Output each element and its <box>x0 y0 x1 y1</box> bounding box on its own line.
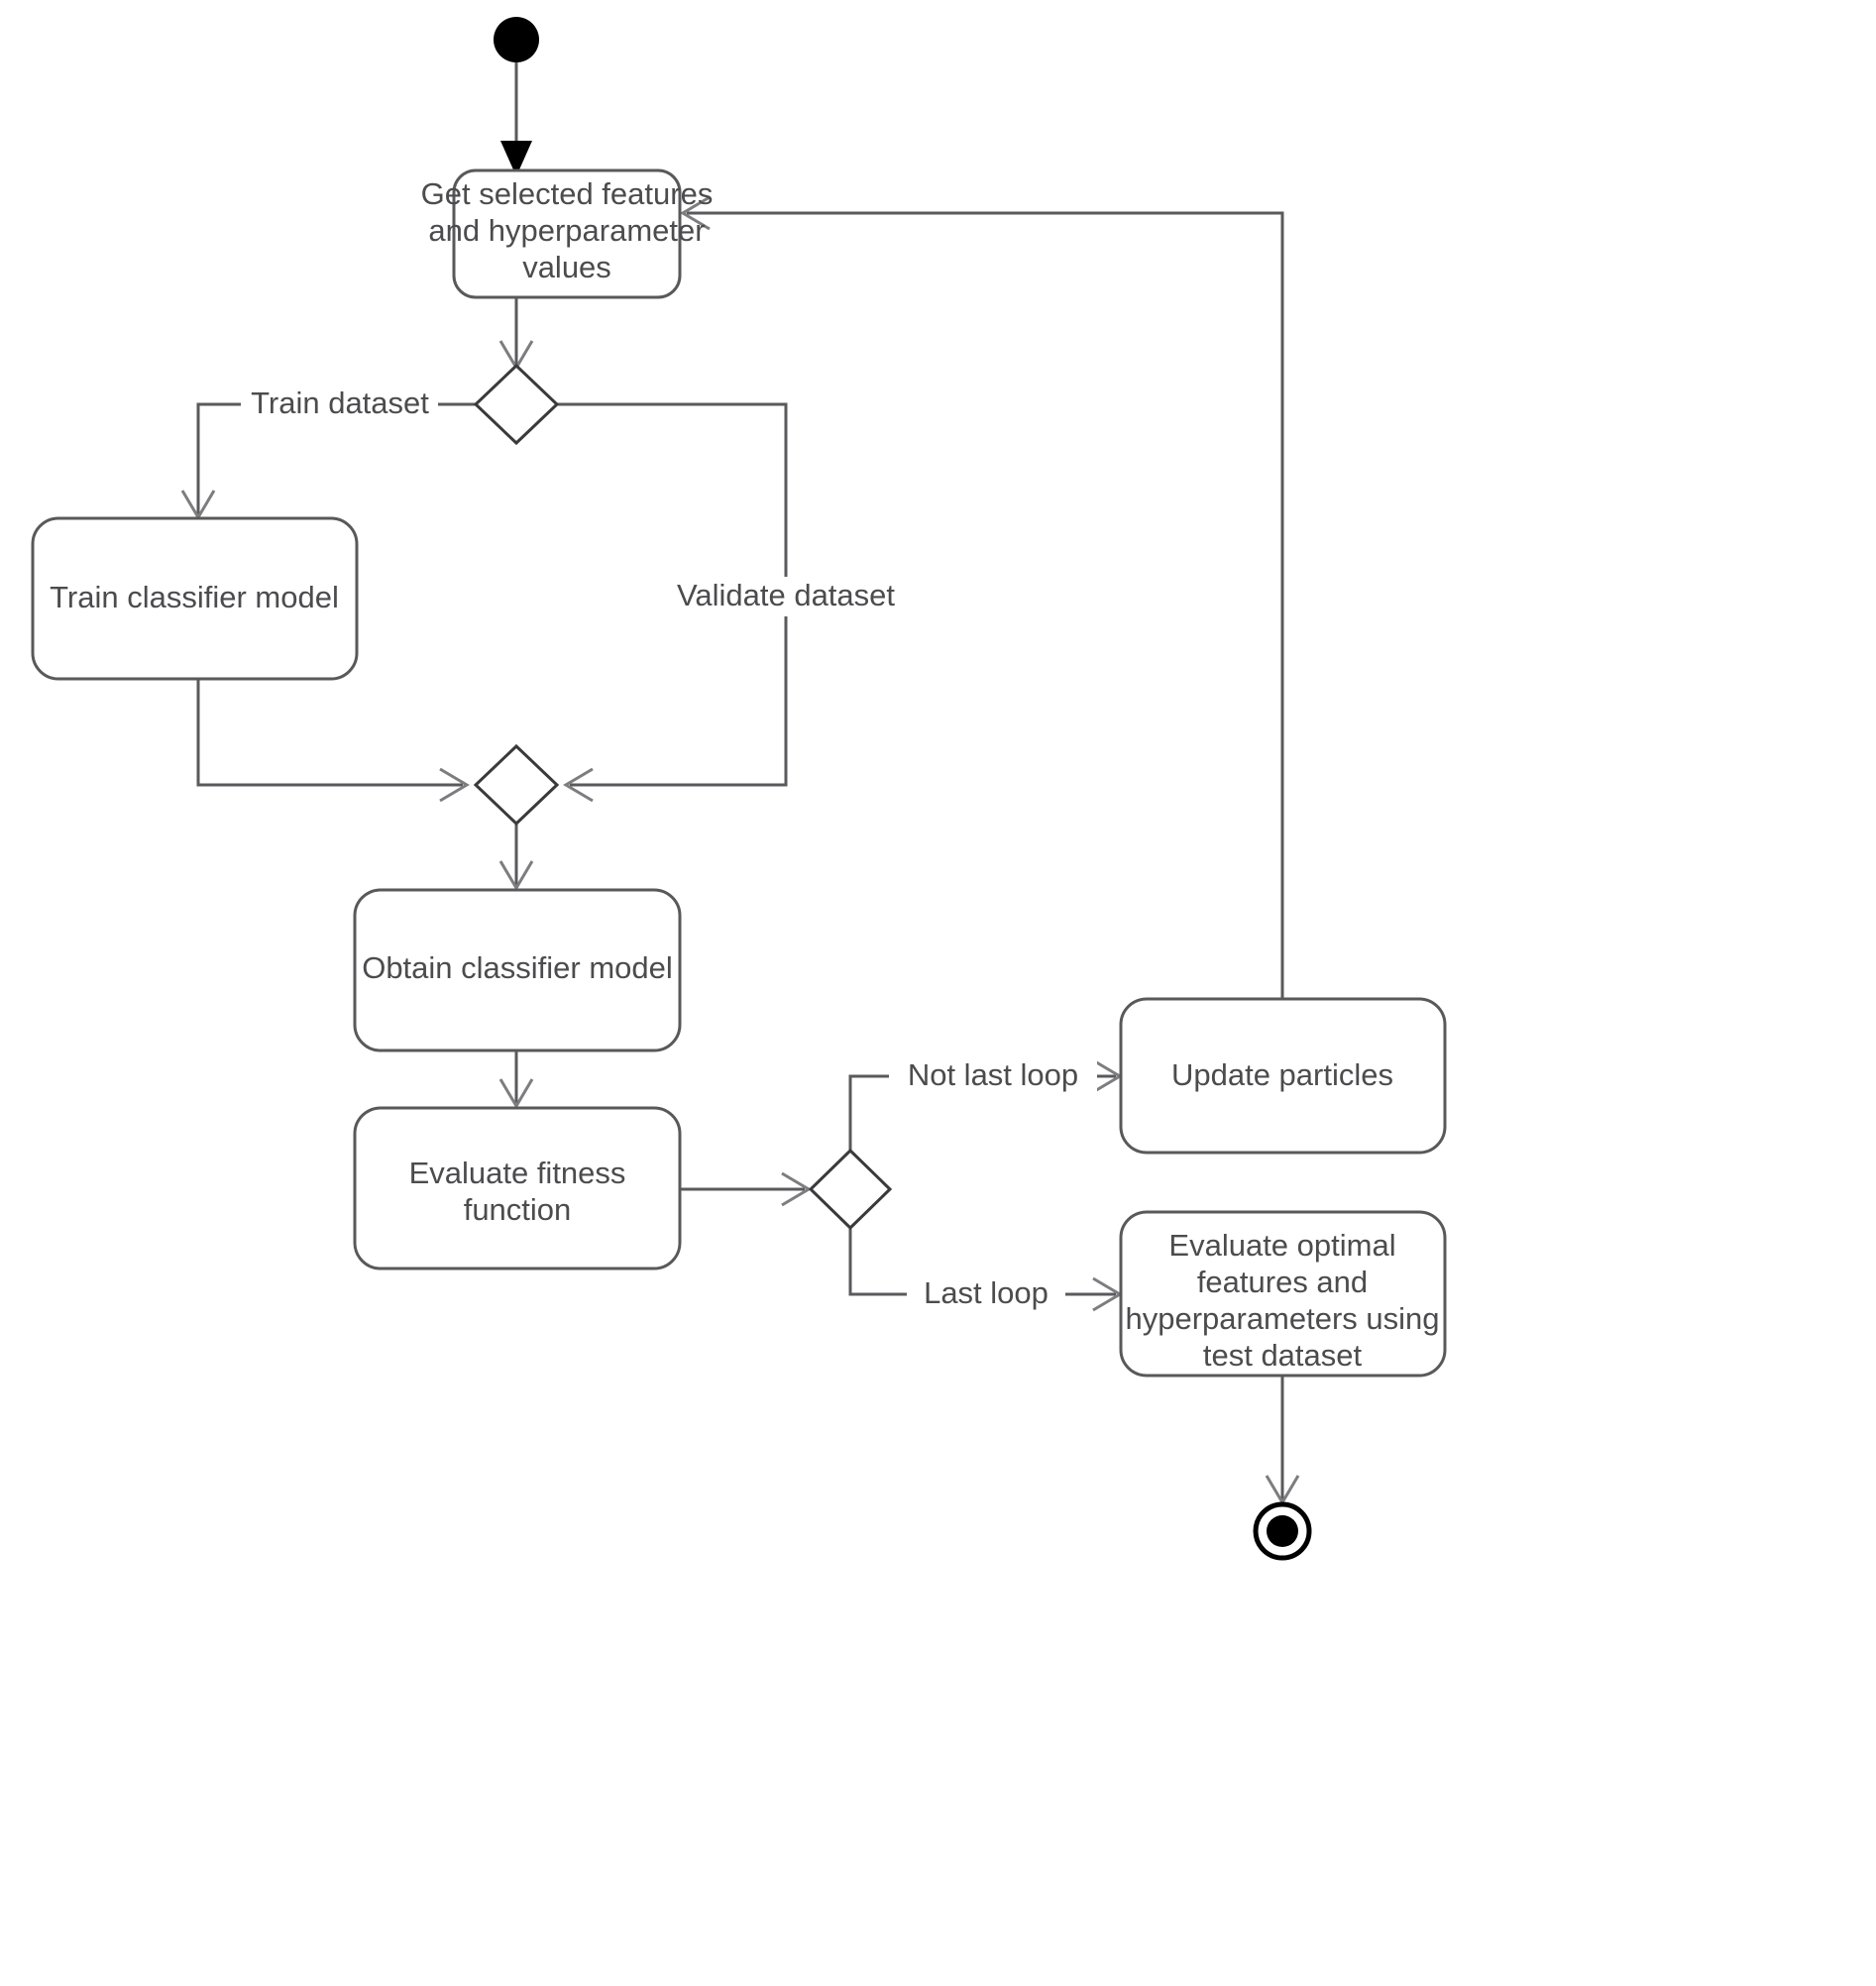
edge-label-validate-dataset: Validate dataset <box>670 577 903 616</box>
activity-label-evaluate-fitness-line1: Evaluate fitness <box>409 1156 626 1190</box>
edge-train-model-to-merge <box>196 679 470 803</box>
edge-get-features-to-fork <box>498 297 534 371</box>
merge-node-dataset[interactable] <box>473 743 560 827</box>
activity-label-obtain-classifier-model: Obtain classifier model <box>362 950 673 985</box>
activity-node-evaluate-fitness[interactable]: Evaluate fitness function <box>353 1106 682 1270</box>
edge-obtain-model-to-evaluate-fitness <box>498 1050 534 1109</box>
edge-label-last-loop-text: Last loop <box>924 1275 1048 1310</box>
activity-label-train-classifier-model: Train classifier model <box>50 580 339 614</box>
final-node <box>1253 1501 1312 1561</box>
edge-start-to-get-features <box>500 61 532 176</box>
edge-update-particles-to-get-features <box>680 195 1284 1001</box>
initial-node <box>494 17 539 62</box>
edge-merge-to-obtain-model <box>498 825 534 891</box>
activity-node-obtain-classifier-model[interactable]: Obtain classifier model <box>353 888 682 1052</box>
activity-node-train-classifier-model[interactable]: Train classifier model <box>31 516 359 681</box>
edge-label-train-dataset-text: Train dataset <box>251 386 429 420</box>
activity-label-evaluate-optimal-line3: hyperparameters using <box>1125 1301 1439 1336</box>
edge-label-train-dataset: Train dataset <box>241 385 438 424</box>
edge-label-not-last-loop-text: Not last loop <box>908 1057 1078 1092</box>
activity-node-update-particles[interactable]: Update particles <box>1119 997 1447 1155</box>
activity-label-evaluate-fitness-line2: function <box>464 1192 572 1227</box>
activity-node-get-features[interactable]: Get selected features and hyperparameter… <box>421 168 714 299</box>
activity-label-evaluate-optimal-line1: Evaluate optimal <box>1168 1228 1395 1263</box>
activity-label-get-features-line3: values <box>522 250 611 284</box>
activity-label-update-particles: Update particles <box>1171 1057 1393 1092</box>
edge-evaluate-optimal-to-end <box>1265 1375 1300 1505</box>
activity-label-evaluate-optimal-line4: test dataset <box>1203 1338 1363 1373</box>
edge-evaluate-fitness-to-loop-decision <box>680 1171 812 1207</box>
decision-node-dataset-split[interactable] <box>473 363 560 446</box>
activity-label-get-features-line1: Get selected features <box>421 176 714 211</box>
edge-label-not-last-loop: Not last loop <box>889 1056 1097 1096</box>
activity-label-evaluate-optimal-line2: features and <box>1197 1265 1368 1299</box>
edge-label-last-loop: Last loop <box>907 1274 1065 1314</box>
activity-node-evaluate-optimal[interactable]: Evaluate optimal features and hyperparam… <box>1119 1210 1447 1378</box>
activity-label-get-features-line2: and hyperparameter <box>428 213 705 248</box>
decision-node-loop-check[interactable] <box>808 1148 893 1231</box>
edge-label-validate-dataset-text: Validate dataset <box>677 578 895 612</box>
